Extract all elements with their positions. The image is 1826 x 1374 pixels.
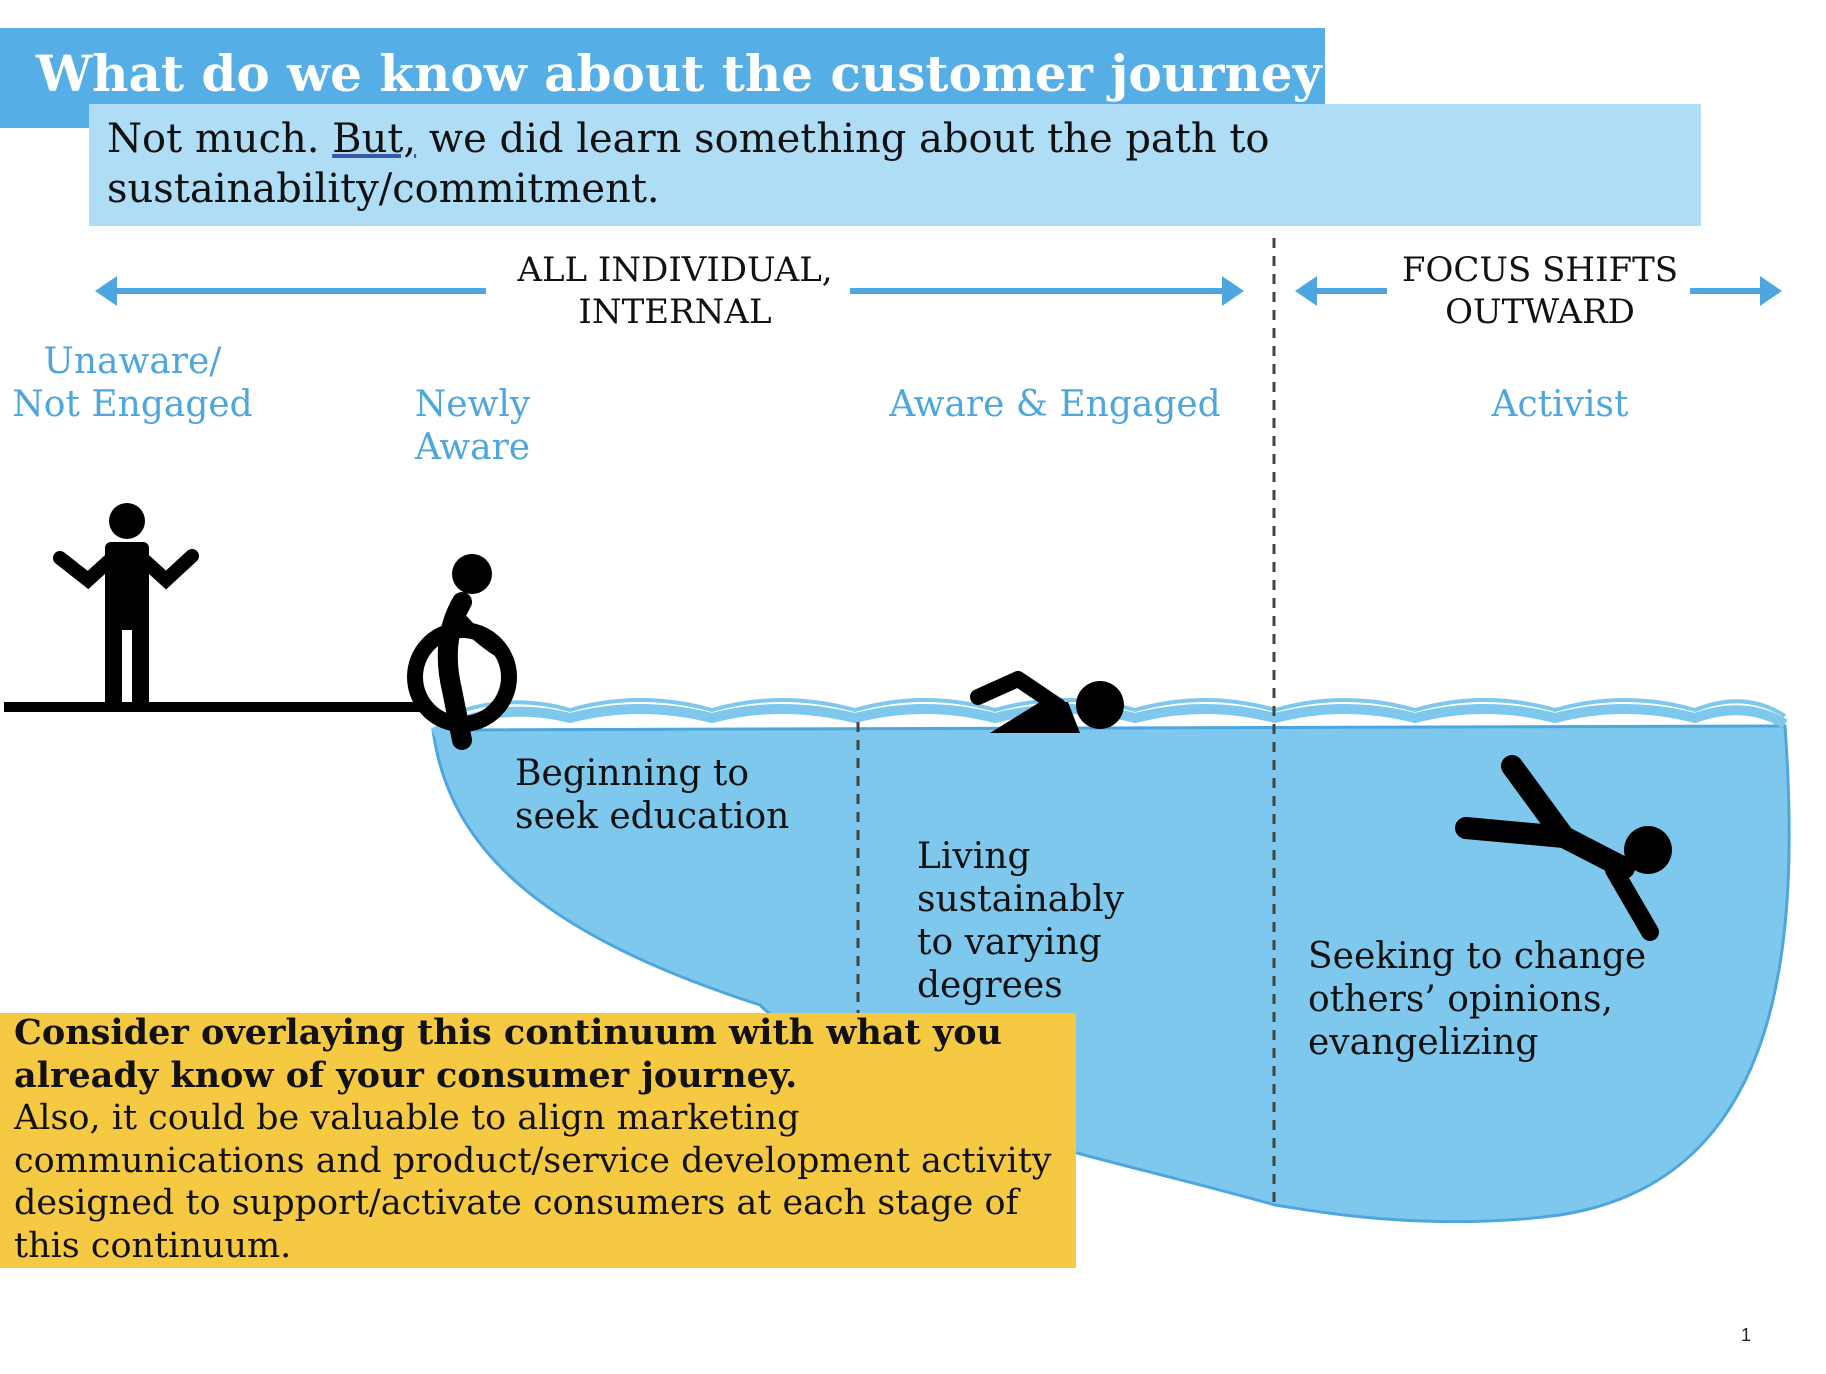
subtitle-part2: we did learn something about the path to…	[107, 116, 1270, 212]
phase-outward-line1: FOCUS SHIFTS	[1401, 250, 1679, 290]
desc-newly-aware-line1: Beginning to	[515, 753, 750, 794]
stage-unaware-line2: Not Engaged	[12, 384, 253, 425]
phase-internal-line2: INTERNAL	[578, 292, 772, 332]
subtitle-box	[89, 104, 1701, 226]
stage-newly-aware-line1: Newly	[414, 384, 531, 425]
page-title: What do we know about the customer journ…	[36, 44, 1351, 103]
subtitle: Not much. But, we did learn something ab…	[107, 114, 1607, 214]
phase-internal-line1: ALL INDIVIDUAL,	[517, 250, 833, 290]
desc-activist-line3: evangelizing	[1308, 1022, 1539, 1063]
page-number: 1	[1741, 1325, 1752, 1345]
desc-newly-aware: Beginning to seek education	[515, 752, 845, 838]
water-body	[431, 724, 1791, 1224]
subtitle-underlined: But,	[332, 116, 417, 162]
shrugging-person-icon	[53, 503, 199, 705]
stage-label-newly-aware: Newly Aware	[395, 383, 550, 469]
stage-activist-line1: Activist	[1491, 384, 1629, 425]
arrow-outward-left	[1295, 276, 1387, 306]
stage-label-unaware: Unaware/ Not Engaged	[10, 340, 255, 426]
arrow-internal-right	[850, 276, 1244, 306]
stage-label-aware-engaged: Aware & Engaged	[880, 383, 1230, 426]
diving-person-icon	[1455, 755, 1672, 941]
stage-newly-aware-line2: Aware	[414, 427, 531, 468]
desc-activist-line1: Seeking to change	[1308, 936, 1647, 977]
stage-unaware-line1: Unaware/	[43, 341, 222, 382]
desc-aware-engaged-line1: Living	[917, 836, 1031, 877]
arrow-outward-right	[1690, 276, 1782, 306]
person-with-float-ring-icon	[407, 554, 517, 750]
swimmer-icon	[970, 671, 1124, 733]
desc-aware-engaged: Living sustainably to varying degrees	[917, 835, 1237, 1007]
phase-outward-label: FOCUS SHIFTS OUTWARD	[1390, 249, 1690, 333]
phase-internal-label: ALL INDIVIDUAL, INTERNAL	[505, 249, 845, 333]
note-box	[0, 1013, 1076, 1268]
desc-aware-engaged-line3: to varying	[917, 922, 1102, 963]
stage-label-activist: Activist	[1440, 383, 1680, 426]
desc-newly-aware-line2: seek education	[515, 796, 790, 837]
water-waves	[430, 704, 1788, 738]
subtitle-part1: Not much.	[107, 116, 320, 162]
note-text: Consider overlaying this continuum with …	[14, 1012, 1074, 1267]
desc-aware-engaged-line4: degrees	[917, 965, 1063, 1006]
phase-outward-line2: OUTWARD	[1445, 292, 1635, 332]
desc-activist: Seeking to change others’ opinions, evan…	[1308, 935, 1708, 1064]
note-bold-text: Consider overlaying this continuum with …	[14, 1012, 1002, 1096]
desc-activist-line2: others’ opinions,	[1308, 979, 1613, 1020]
desc-aware-engaged-line2: sustainably	[917, 879, 1125, 920]
arrow-internal-left	[95, 276, 486, 306]
stage-aware-engaged-line1: Aware & Engaged	[889, 384, 1221, 425]
note-body-text: Also, it could be valuable to align mark…	[14, 1098, 1052, 1266]
